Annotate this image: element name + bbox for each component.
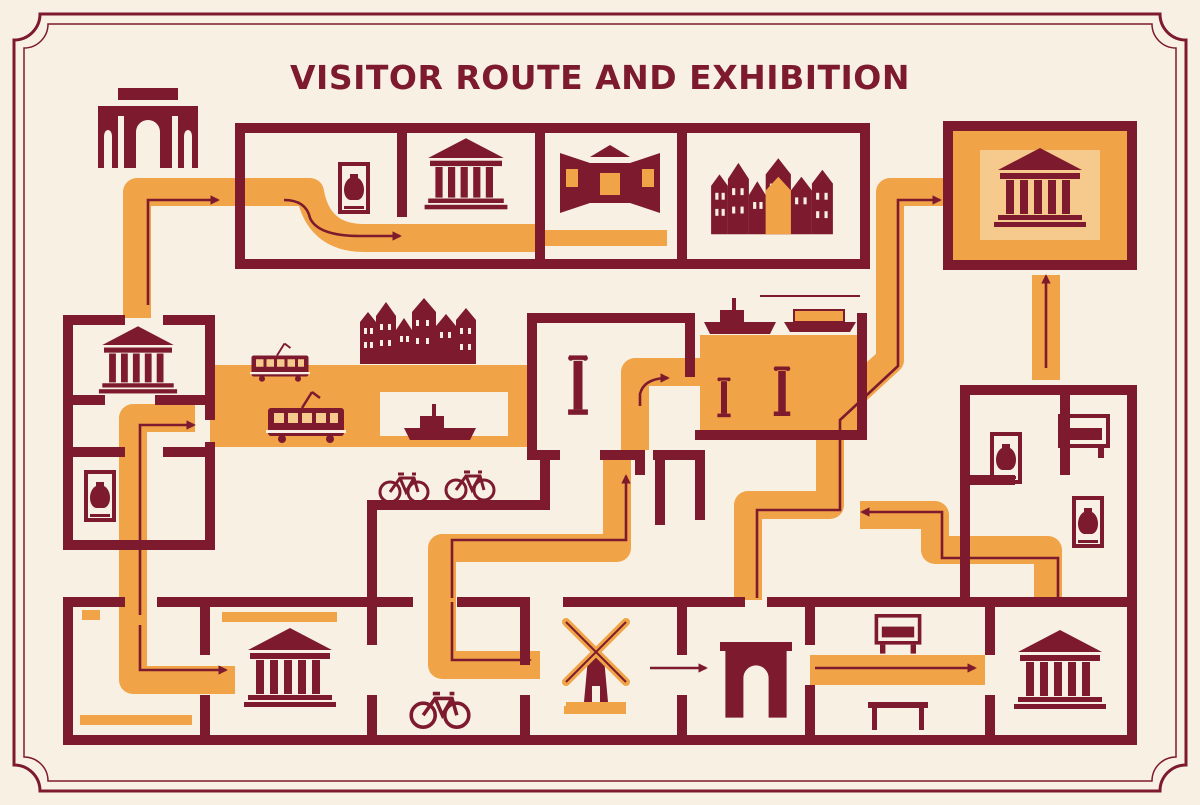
page-title: VISITOR ROUTE AND EXHIBITION [290,58,910,97]
bench-icon [868,702,928,730]
vase-icon [84,470,116,522]
bicycle-icon [444,470,496,502]
tram-icon [249,342,311,383]
museum-icon [424,138,508,210]
museum-icon [98,326,178,394]
vase-icon [338,162,370,214]
route-arrows [138,195,1060,675]
decorative-frame [12,12,1188,793]
gate-icon [98,88,198,168]
museum-icon [244,628,336,707]
gallery-icon [560,145,660,213]
boat-icon [760,295,860,332]
vase-icon [990,432,1022,484]
display-case-icon [874,613,922,656]
icons [84,88,1110,730]
column-icon [568,355,588,415]
vase-icon [1072,496,1104,548]
bicycle-icon [378,472,430,504]
windmill-icon [566,622,626,708]
museum-icon [1014,630,1106,709]
walls [63,121,1137,745]
bicycle-icon [409,691,471,730]
boat-icon [704,298,776,334]
canal-houses-icon [711,158,833,235]
canal-houses-icon [360,298,476,364]
arch-icon [720,642,792,718]
